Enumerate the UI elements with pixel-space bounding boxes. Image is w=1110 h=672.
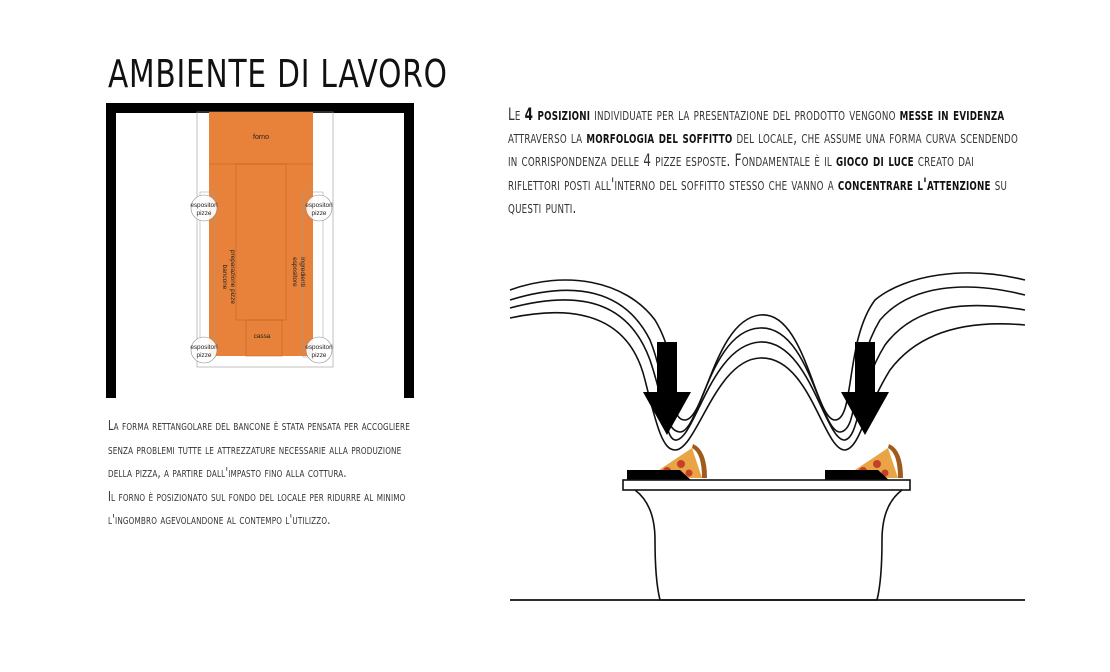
down-arrow-icon <box>841 342 889 435</box>
down-arrow-icon <box>643 342 691 435</box>
label-espositori-tr: espositori <box>305 202 332 209</box>
emph-concentrare: concentrare l'attenzione <box>837 174 991 194</box>
emph-4-posizioni: 4 posizioni <box>524 105 591 124</box>
display-circle-bottom-right <box>305 336 333 364</box>
label-pizze-bl: pizze <box>197 352 212 359</box>
emph-gioco-di-luce: gioco di luce <box>836 151 914 171</box>
ceiling-curve-2 <box>509 286 1026 433</box>
ceiling-curve-4 <box>509 311 1026 451</box>
left-paragraph-2: Il forno è posizionato sul fondo del loc… <box>108 488 406 529</box>
plan-walls <box>106 103 414 398</box>
label-bancone: bancone <box>221 265 228 290</box>
right-description: Le 4 posizioni individuate per la presen… <box>508 105 1019 217</box>
label-espositori-tl: espositori <box>190 202 217 209</box>
left-description: La forma rettangolare del bancone è stat… <box>108 415 413 533</box>
orange-counter <box>209 112 313 356</box>
label-espositori-br: espositori <box>305 344 332 351</box>
page-title: AMBIENTE DI LAVORO <box>108 52 448 96</box>
label-espositore: espositore <box>291 257 298 287</box>
label-forno: forno <box>253 134 269 141</box>
ceiling-curve-3 <box>509 299 1026 441</box>
display-stand-right <box>825 470 891 482</box>
ceiling-section-diagram <box>509 272 1026 601</box>
display-circle-top-left <box>190 194 218 222</box>
label-preparazione-pizze: preparazione pizze <box>229 250 236 304</box>
label-pizze-br: pizze <box>312 352 327 359</box>
emph-morfologia: morfologia del soffitto <box>586 128 733 148</box>
counter-top <box>622 479 911 491</box>
label-pizze-tl: pizze <box>197 210 212 217</box>
display-stand-left <box>627 470 693 482</box>
label-pizze-tr: pizze <box>312 210 327 217</box>
label-ingredienti: ingredienti <box>299 257 306 287</box>
display-circle-bottom-left <box>190 336 218 364</box>
label-espositori-bl: espositori <box>190 344 217 351</box>
counter-base <box>634 489 903 601</box>
floor-plan: forno espositori pizze espositori pizze … <box>106 103 414 398</box>
ceiling-curve-1 <box>509 272 1026 421</box>
display-circle-top-right <box>305 194 333 222</box>
left-paragraph-1: La forma rettangolare del bancone è stat… <box>108 418 410 481</box>
label-cassa: cassa <box>254 333 271 340</box>
emph-messe-in-evidenza: messe in evidenza <box>899 105 1005 124</box>
